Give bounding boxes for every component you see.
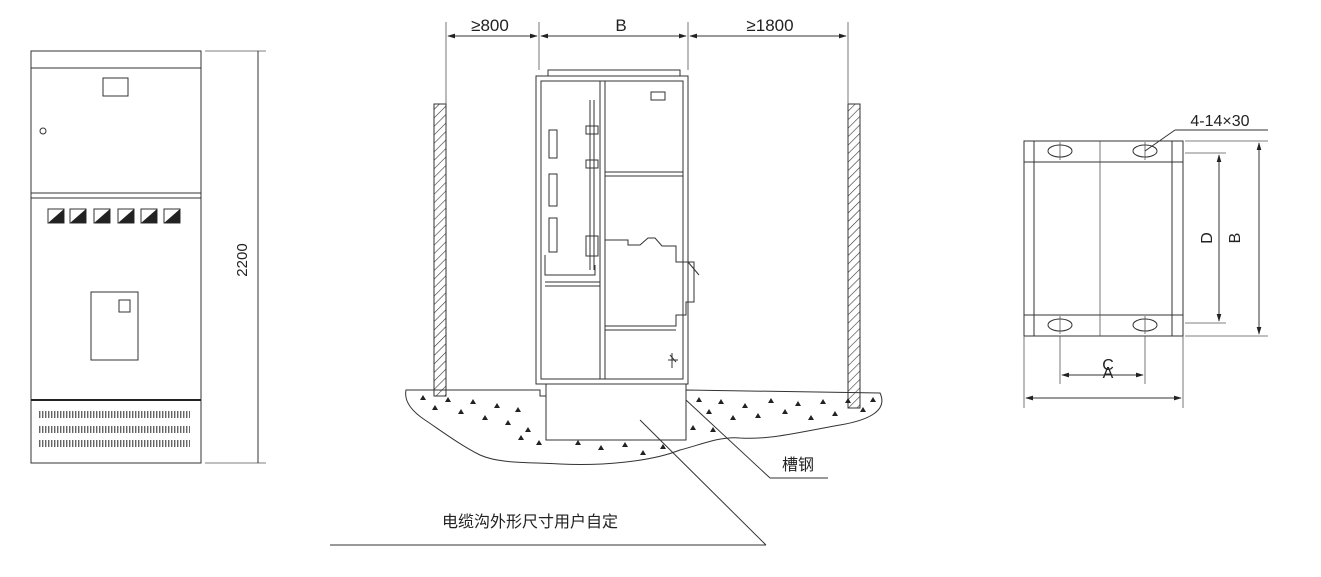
- handle-panel: [90, 291, 139, 361]
- concrete-aggregate: [420, 395, 876, 455]
- breaker-icon: [548, 217, 558, 253]
- side-view: ≥800 B ≥1800: [330, 16, 883, 546]
- grounding-icon: [668, 353, 678, 368]
- handle-icon: [118, 299, 131, 313]
- meter-window: [102, 77, 129, 97]
- terminal-icon: [650, 91, 666, 101]
- dim-a-label: A: [1103, 365, 1114, 382]
- right-wall: [847, 103, 861, 409]
- trench-note: 电缆沟外形尺寸用户自定: [442, 513, 618, 531]
- base-plan: 4-14×30 D B C A: [1023, 113, 1268, 408]
- dim-b-label: B: [1227, 233, 1244, 244]
- clearance-right-label: ≥1800: [746, 16, 793, 35]
- dim-c-label: C: [1102, 357, 1114, 374]
- width-label: B: [615, 16, 626, 35]
- channel-steel-label: 槽钢: [782, 456, 814, 474]
- concrete-foundation: [405, 389, 883, 465]
- height-label: 2200: [234, 243, 251, 276]
- bolt-leader: [1144, 129, 1176, 152]
- breaker-icon: [548, 129, 558, 159]
- base-frame-outline: [1023, 140, 1184, 337]
- door-lock-icon: [39, 127, 47, 135]
- bolt-label: 4-14×30: [1190, 113, 1249, 130]
- cable-trench: [545, 383, 687, 441]
- clearance-left-label: ≥800: [471, 16, 509, 35]
- channel-steel-leader: [685, 399, 771, 479]
- trench-leader: [639, 419, 767, 546]
- switch-indicator-row: [47, 208, 181, 224]
- left-wall: [433, 103, 447, 397]
- cabinet-top-cap: [547, 69, 681, 77]
- cabinet-front-outline: [30, 50, 202, 464]
- dim-d-label: D: [1199, 232, 1216, 244]
- switch-handle-icon: [687, 261, 700, 276]
- front-view: 2200: [30, 50, 266, 464]
- cabinet-side-outline: [535, 75, 689, 385]
- main-switch-body: [605, 237, 695, 327]
- breaker-icon: [548, 173, 558, 207]
- vent-grille: [38, 411, 190, 447]
